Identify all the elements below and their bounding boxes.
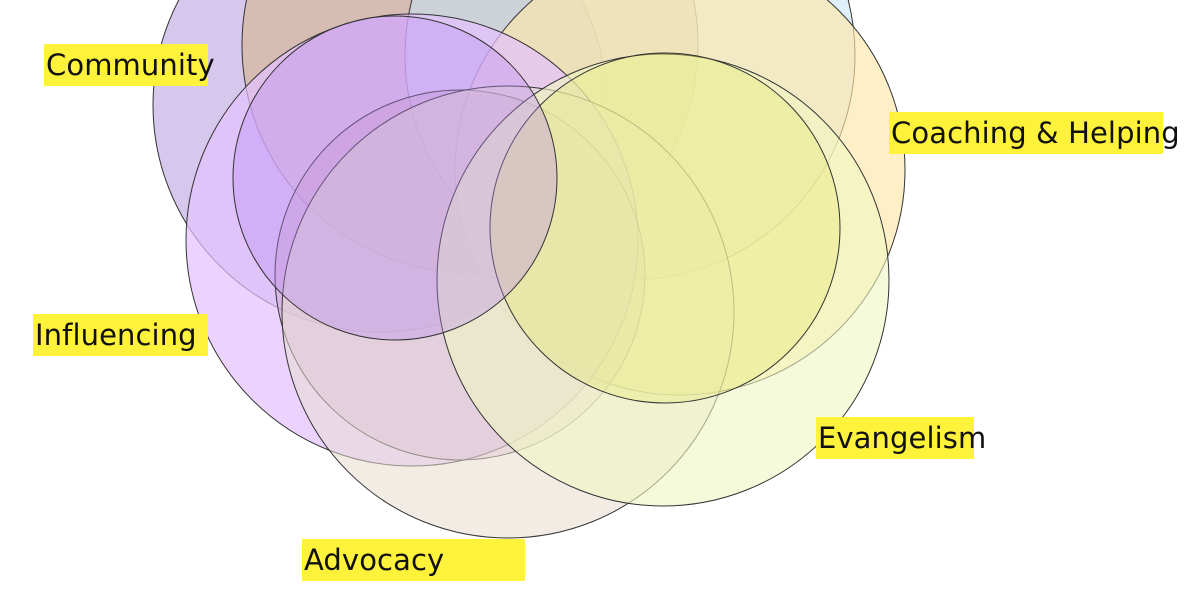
label-influencing: Influencing bbox=[33, 314, 208, 356]
label-community: Community bbox=[44, 44, 215, 86]
center-yellow-circle bbox=[489, 52, 841, 404]
evangelism-circle bbox=[436, 53, 890, 507]
label-evangelism: Evangelism bbox=[816, 417, 986, 459]
label-coaching-helping: Coaching & Helping bbox=[889, 112, 1180, 154]
purple-circle bbox=[232, 15, 558, 341]
label-advocacy: Advocacy bbox=[302, 539, 525, 581]
